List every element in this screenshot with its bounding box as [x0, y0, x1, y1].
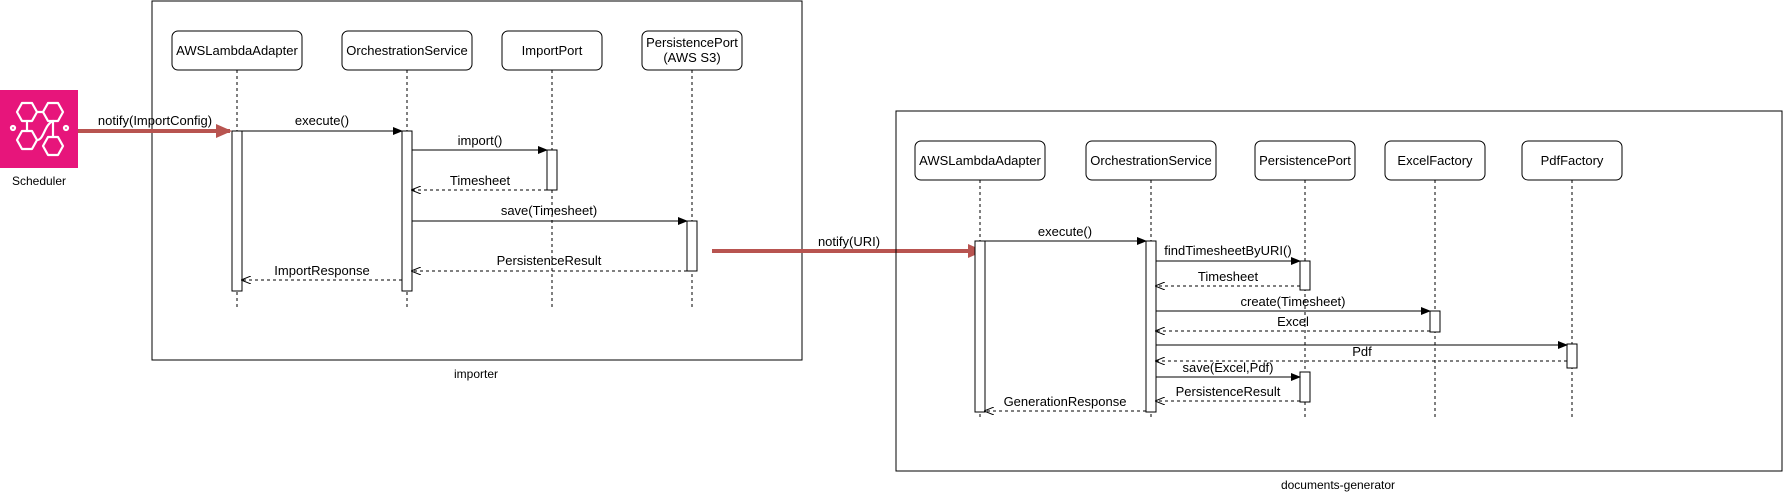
- generator-excel-activation: [1429, 310, 1441, 333]
- importer-orch-activation: [401, 130, 413, 292]
- generator-excel-label-msg: Excel: [1277, 314, 1309, 329]
- importer-orch-box: [341, 30, 473, 71]
- importer-import-msg-label: import(): [458, 133, 503, 148]
- generator-save-label: save(Excel,Pdf): [1182, 360, 1273, 375]
- generator-create-label: create(Timesheet): [1241, 294, 1346, 309]
- generator-persist-activation-2: [1299, 371, 1311, 403]
- importer-import-activation: [546, 149, 558, 191]
- importer-persist-activation: [686, 220, 698, 272]
- importer-execute-label: execute(): [295, 113, 349, 128]
- importer-caption: importer: [454, 367, 498, 381]
- importer-persistence-result-label: PersistenceResult: [497, 253, 602, 268]
- generator-persistence-result-label: PersistenceResult: [1176, 384, 1281, 399]
- generator-orch-activation: [1145, 240, 1157, 413]
- importer-persist-label-1: PersistencePort: [646, 35, 738, 50]
- importer-lambda-box: [171, 30, 303, 71]
- importer-lambda-label: AWSLambdaAdapter: [176, 43, 298, 58]
- generator-persist-activation-1: [1299, 260, 1311, 291]
- generator-frame: [895, 110, 1783, 472]
- importer-persist-label-2: (AWS S3): [663, 50, 720, 65]
- scheduler-notify-label: notify(ImportConfig): [98, 113, 212, 128]
- importer-import-box: [501, 30, 603, 71]
- scheduler-icon: [0, 90, 78, 168]
- generator-execute-label: execute(): [1038, 224, 1092, 239]
- generator-lambda-label: AWSLambdaAdapter: [919, 153, 1041, 168]
- generator-find-label: findTimesheetByURI(): [1164, 243, 1291, 258]
- scheduler-label: Scheduler: [12, 174, 66, 188]
- generator-caption: documents-generator: [1281, 478, 1395, 492]
- generator-pdf-box: [1521, 140, 1623, 181]
- generator-excel-box: [1384, 140, 1486, 181]
- generator-lambda-box: [914, 140, 1046, 181]
- importer-orch-label: OrchestrationService: [346, 43, 467, 58]
- generator-timesheet-label: Timesheet: [1198, 269, 1259, 284]
- generator-pdf-label: PdfFactory: [1541, 153, 1604, 168]
- generator-orch-label: OrchestrationService: [1090, 153, 1211, 168]
- importer-import-response-label: ImportResponse: [274, 263, 369, 278]
- importer-save-label: save(Timesheet): [501, 203, 597, 218]
- importer-timesheet-label: Timesheet: [450, 173, 511, 188]
- importer-import-label: ImportPort: [522, 43, 583, 58]
- importer-lambda-activation: [231, 130, 243, 292]
- generator-orch-box: [1085, 140, 1217, 181]
- generator-excel-label: ExcelFactory: [1397, 153, 1473, 168]
- generator-pdf-label: Pdf: [1352, 344, 1372, 359]
- importer-frame: [151, 0, 803, 361]
- importer-persist-box: [641, 30, 743, 71]
- generator-persist-box: [1254, 140, 1356, 181]
- generator-lambda-activation: [974, 240, 986, 413]
- generator-pdf-activation: [1566, 343, 1578, 369]
- generator-response-label: GenerationResponse: [1004, 394, 1127, 409]
- generator-notify-label: notify(URI): [818, 234, 880, 249]
- generator-persist-label: PersistencePort: [1259, 153, 1351, 168]
